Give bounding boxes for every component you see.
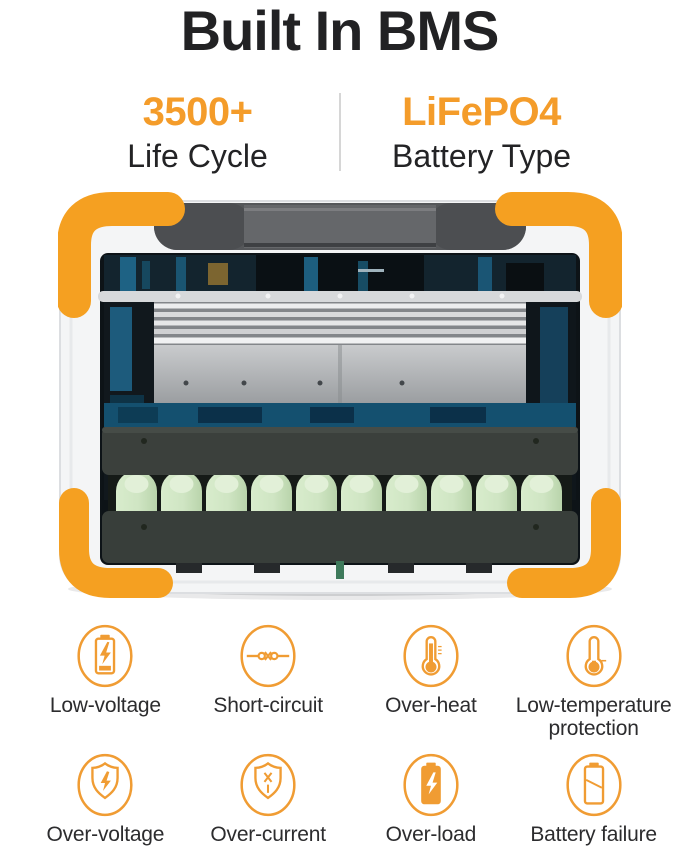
feature-label: Battery failure xyxy=(530,823,657,847)
stats-row: 3500+ Life Cycle LiFePO4 Battery Type xyxy=(0,89,679,175)
feature-over-heat: Over-heat xyxy=(352,623,511,740)
bumper-top-right xyxy=(494,192,622,319)
battery-holder-bottom xyxy=(101,511,578,564)
bottom-tabs xyxy=(175,561,492,580)
battery-failure-icon xyxy=(566,754,622,817)
feature-label: Over-load xyxy=(385,823,477,847)
feature-label: Over-current xyxy=(210,823,326,847)
short-circuit-icon xyxy=(240,624,296,688)
life-cycle-label: Life Cycle xyxy=(127,137,268,174)
over-current-shield-icon xyxy=(240,754,296,817)
over-heat-thermometer-icon xyxy=(403,624,459,688)
battery-type-value: LiFePO4 xyxy=(402,89,561,134)
over-load-battery-icon xyxy=(403,754,459,817)
protection-features-grid: Low-voltage Short-circuit xyxy=(0,623,679,847)
life-cycle-value: 3500+ xyxy=(142,89,253,134)
control-board xyxy=(103,403,576,428)
top-electronics xyxy=(103,255,576,294)
over-voltage-shield-icon xyxy=(77,754,133,817)
feature-label: Low-temperature protection xyxy=(515,694,672,740)
heatsink-fins xyxy=(153,302,526,346)
feature-label: Low-voltage xyxy=(49,694,161,718)
low-voltage-battery-icon xyxy=(77,624,133,688)
carry-handle xyxy=(153,203,526,251)
feature-low-voltage: Low-voltage xyxy=(26,623,185,740)
bumper-top-left xyxy=(57,192,185,319)
power-station-cutaway-illustration xyxy=(57,192,622,601)
feature-short-circuit: Short-circuit xyxy=(189,623,348,740)
stat-life-cycle: 3500+ Life Cycle xyxy=(103,89,293,175)
stat-battery-type: LiFePO4 Battery Type xyxy=(387,89,577,175)
low-temperature-thermometer-icon xyxy=(566,624,622,688)
feature-label: Over-voltage xyxy=(46,823,165,847)
page-title: Built In BMS xyxy=(180,0,500,62)
feature-label: Over-heat xyxy=(385,694,477,718)
feature-over-voltage: Over-voltage xyxy=(26,752,185,847)
feature-battery-failure: Battery failure xyxy=(514,752,673,847)
feature-label: Short-circuit xyxy=(213,694,323,718)
battery-type-label: Battery Type xyxy=(391,137,572,174)
feature-over-current: Over-current xyxy=(189,752,348,847)
stats-divider xyxy=(338,92,341,171)
bumper-bottom-left xyxy=(58,488,173,599)
feature-low-temperature: Low-temperature protection xyxy=(514,623,673,740)
battery-pack xyxy=(101,427,578,564)
corner-bumpers xyxy=(57,192,622,599)
bumper-bottom-right xyxy=(506,488,621,599)
inverter-plate xyxy=(153,345,526,404)
chassis-rim xyxy=(97,291,582,303)
battery-holder-top xyxy=(101,427,578,476)
feature-over-load: Over-load xyxy=(352,752,511,847)
